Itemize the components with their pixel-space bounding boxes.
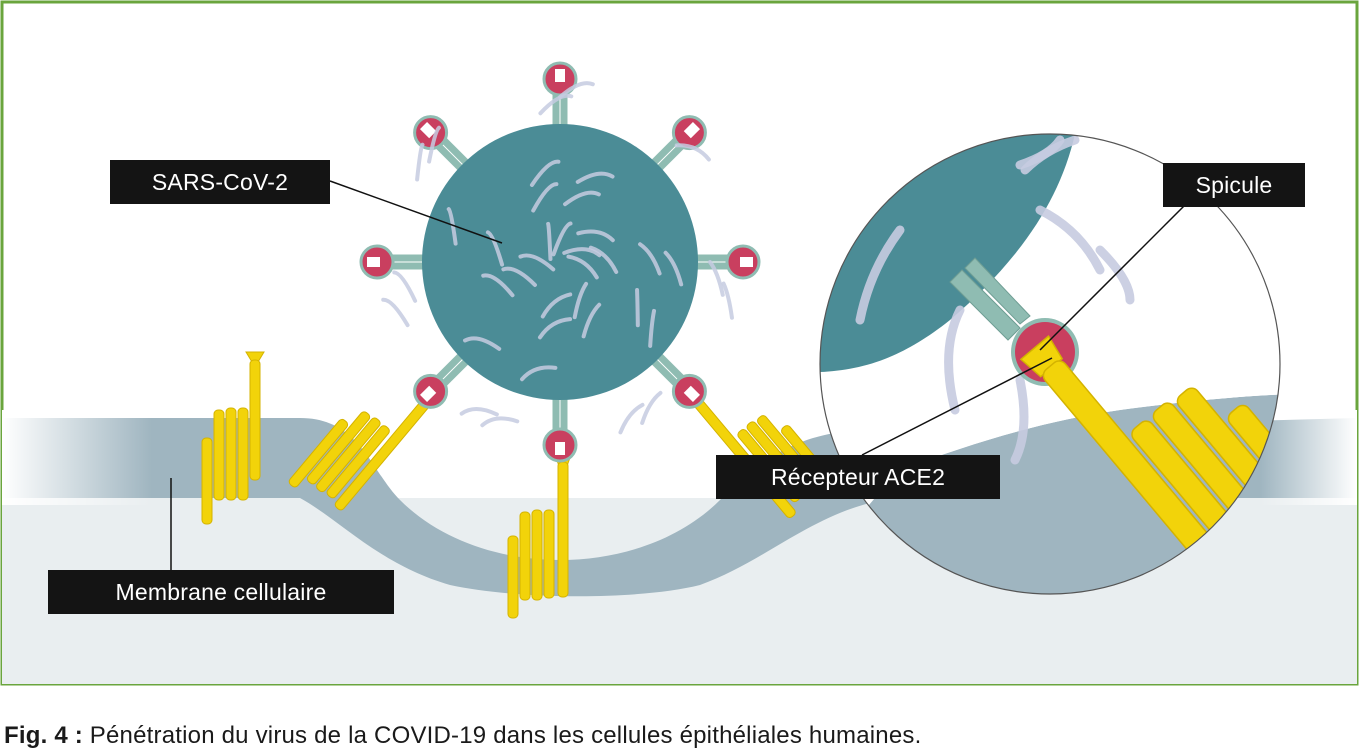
- zoom-membrane: [820, 394, 1280, 594]
- surface-protein: [551, 221, 573, 257]
- surface-protein: [540, 292, 573, 319]
- ace2-receptor-left: [288, 386, 442, 511]
- virus-particle: [422, 124, 698, 400]
- surface-protein: [640, 390, 663, 425]
- surface-protein: [446, 207, 458, 246]
- membrane-fade-left: [2, 410, 152, 505]
- figure-caption: Fig. 4 : Pénétration du virus de la COVI…: [4, 722, 921, 750]
- surface-protein: [572, 281, 589, 320]
- zoom-surface-protein: [1015, 135, 1065, 170]
- surface-protein: [538, 93, 574, 116]
- zoom-surface-protein: [1035, 205, 1105, 275]
- surface-protein: [674, 143, 711, 162]
- surface-protein: [638, 242, 662, 276]
- zoom-surface-protein: [1095, 245, 1135, 305]
- label-membrane: Membrane cellulaire: [48, 570, 394, 614]
- surface-protein: [562, 247, 602, 258]
- surface-protein: [415, 142, 425, 182]
- surface-protein: [618, 402, 645, 435]
- zoom-surface-proteins: [855, 135, 1135, 465]
- surface-protein: [531, 182, 559, 213]
- caption-prefix: Fig. 4 :: [4, 722, 83, 749]
- zoom-surface-protein: [1010, 375, 1029, 465]
- surface-protein: [563, 190, 601, 207]
- surface-protein: [537, 317, 573, 340]
- virus-surface-proteins: [381, 81, 734, 435]
- surface-protein: [427, 125, 441, 164]
- caption-text: Pénétration du virus de la COVID-19 dans…: [82, 722, 922, 749]
- surface-protein: [463, 336, 502, 351]
- ace2-receptor-free: [201, 351, 265, 525]
- zoom-surface-protein: [944, 305, 965, 415]
- covid-cell-entry-diagram: [0, 0, 1359, 686]
- surface-protein: [588, 245, 619, 274]
- membrane-fade-right: [1260, 410, 1357, 505]
- label-sars-cov-2: SARS-CoV-2: [110, 160, 330, 204]
- surface-protein: [381, 297, 410, 328]
- surface-protein: [392, 270, 418, 303]
- label-ace2-receptor: Récepteur ACE2: [716, 455, 1000, 499]
- surface-protein: [480, 416, 520, 428]
- surface-protein: [481, 273, 515, 298]
- surface-protein: [518, 253, 556, 272]
- surface-protein: [721, 281, 734, 320]
- surface-protein: [581, 302, 602, 339]
- leader-sars: [329, 180, 503, 244]
- zoom-inset-outline: [819, 133, 1281, 595]
- surface-protein: [546, 221, 553, 261]
- ace2-receptor-bottom: [507, 451, 573, 619]
- zoom-surface-protein: [855, 225, 905, 325]
- surface-protein: [485, 230, 505, 267]
- surface-protein: [575, 171, 615, 184]
- surface-protein: [566, 254, 599, 280]
- surface-protein: [648, 308, 657, 348]
- leader-lines: [170, 180, 1186, 572]
- surface-protein: [529, 159, 561, 187]
- surface-protein: [663, 250, 684, 287]
- surface-protein: [558, 81, 595, 99]
- surface-protein: [459, 407, 499, 417]
- spike-6: [413, 347, 475, 409]
- surface-protein: [576, 229, 615, 243]
- surface-protein: [520, 365, 558, 382]
- leader-spicule: [1039, 204, 1186, 351]
- label-spicule: Spicule: [1163, 163, 1305, 207]
- leader-ace2: [861, 357, 1053, 456]
- surface-protein: [635, 288, 640, 328]
- surface-protein: [708, 260, 725, 297]
- surface-protein: [501, 266, 537, 287]
